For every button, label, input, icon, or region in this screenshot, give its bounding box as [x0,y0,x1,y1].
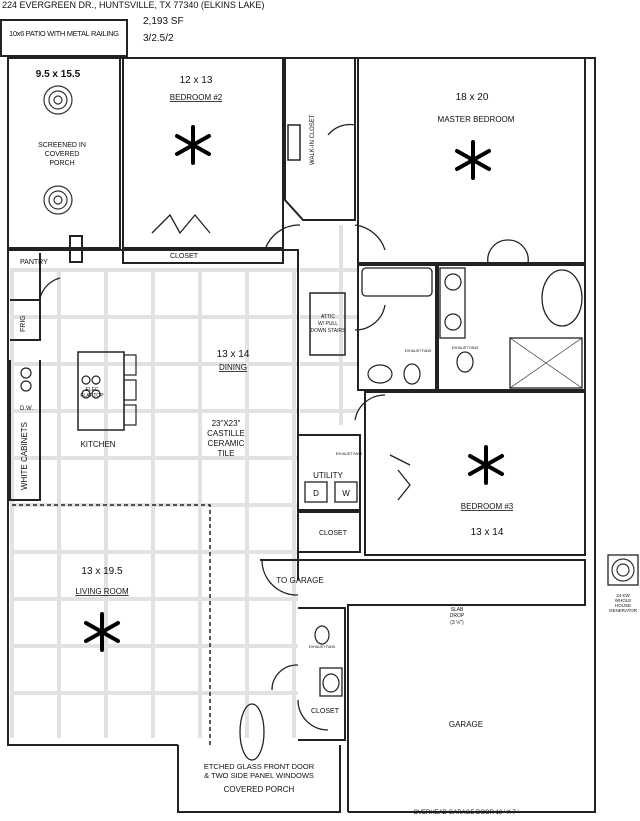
patio-box [0,19,128,57]
dw-label: D.W. [20,406,33,412]
exhaust-fan-label-4: EXHAUST FANS [309,645,336,649]
utility-label: UTILITY [313,471,343,480]
shower [509,337,583,389]
cooktop-label-2: FLAT TOP [80,393,104,399]
utility-walls [297,434,361,511]
door-swings [39,123,529,731]
plumbing-fixtures [20,273,474,693]
generator-label-4: GENERATOR [609,608,638,613]
sink-vanity [439,267,466,339]
tile-floor-main [10,268,298,738]
address-line: 224 EVERGREEN DR., HUNTSVILLE, TX 77340 … [2,0,264,10]
bath-2-walls [437,264,586,391]
ceiling-fan-icons [84,125,504,652]
living-divider [12,504,211,745]
utility-closet [297,511,361,553]
tile-label-4: TILE [218,449,235,458]
white-cabinets-label: WHITE CABINETS [20,422,29,490]
attic-hatch [309,292,346,356]
beds-baths: 3/2.5/2 [143,33,174,44]
garage-door-label: OVERHEAD GARAGE DOOR 16 ' X 7 ' [413,810,518,816]
cooktop-label-1: ELEC [85,387,98,393]
patio-label: 10x6 PATIO WITH METAL RAILING [9,29,119,38]
tile-label-2: CASTILLE [207,429,245,438]
entry-closet-label: CLOSET [311,708,340,715]
pantry-label: PANTRY [20,259,48,266]
bedroom-2-closet: CLOSET [170,253,199,260]
dining-name: DINING [219,363,247,372]
exhaust-fan-label-1: EXHAUST FANS [405,349,432,353]
bedroom-3-walls [364,391,586,556]
generator-box [607,554,639,586]
walkin-closet-label: WALK-IN CLOSET [310,114,316,165]
walkin-closet-walls [284,58,356,221]
generator-label-3: HOUSE [615,603,631,608]
porch-size: 9.5 x 15.5 [36,69,81,80]
dining-size: 13 x 14 [217,349,250,360]
attic-label-3: DOWN STAIRS [311,328,347,334]
to-garage-label: TO GARAGE [276,576,323,585]
front-door-glass [239,703,265,761]
porch-label-1: SCREENED IN [38,142,86,149]
dryer-label: D [313,489,319,498]
generator-label-1: 24 KW [616,593,630,598]
half-bath-sink [319,667,343,697]
master-name: MASTER BEDROOM [438,115,515,124]
master-size: 18 x 20 [456,92,489,103]
slab-drop-label-1: SLAB [451,607,464,613]
soaking-tub [541,269,583,327]
frig-label: FRIG [20,315,27,332]
front-door-label-2: & TWO SIDE PANEL WINDOWS [204,771,314,780]
tile-label-3: CERAMIC [208,439,245,448]
bedroom-2-walls [122,57,284,264]
bedroom-3-size: 13 x 14 [471,527,504,538]
utility-closet-label: CLOSET [319,530,348,537]
porch-label-2: COVERED [45,151,80,158]
bath-1-walls [357,264,437,391]
living-size: 13 x 19.5 [81,566,123,577]
closet-rod [287,124,301,161]
kitchen-label: KITCHEN [80,440,115,449]
bedroom-3-name: BEDROOM #3 [461,502,514,511]
slab-drop-label-3: (3 ½") [450,619,464,626]
porch-label-3: PORCH [49,160,74,167]
dryer-box [334,481,358,503]
garage-label: GARAGE [449,720,483,729]
bedroom-2-size: 12 x 13 [180,75,213,86]
screened-porch [7,57,121,249]
bedroom-2-name: BEDROOM #2 [170,93,223,102]
attic-label-1: ATTIC [321,314,335,320]
tile-label-1: 23"X23" [212,419,241,428]
porch-fan-icons [43,85,635,582]
slab-drop-label-2: DROP [450,613,465,619]
front-door-label-1: ETCHED GLASS FRONT DOOR [204,762,315,771]
master-bedroom-walls [357,57,586,264]
patio-post [69,235,83,263]
square-footage: 2,193 SF [143,16,184,27]
washer-box [304,481,328,503]
generator-label-2: WHOLE [615,598,632,603]
bathtub [361,267,433,297]
covered-porch-label: COVERED PORCH [224,785,295,794]
living-name: LIVING ROOM [75,587,129,596]
washer-label: W [342,489,350,498]
exhaust-fan-label-3: EXHAUST FANS [336,452,363,456]
kitchen-walls [8,249,299,580]
garage-walls [260,559,586,812]
attic-label-2: W/ PULL [318,321,338,327]
exhaust-fan-label-2: EXHAUST FANS [452,346,479,350]
